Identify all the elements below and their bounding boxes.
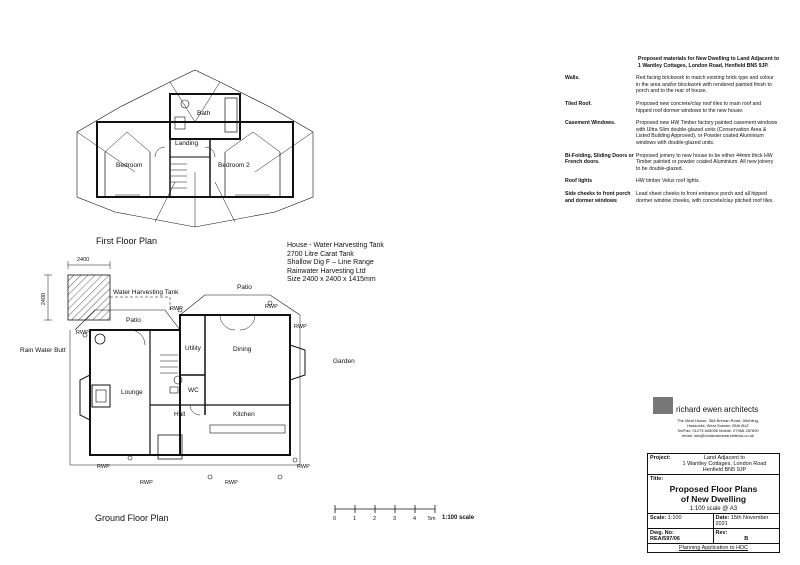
rwp-label: RWP [76,330,89,336]
date-value: 15th November 2021 [715,515,769,527]
rev-cell: Rev: B [714,529,780,543]
spec-row: Casement Windows. Proposed new HW Timber… [563,120,780,146]
tank-note-line: House - Water Harvesting Tank [287,242,384,249]
dimension-width: 2400 [77,257,90,263]
spec-label: Side cheeks to front porch and dormer wi… [565,190,631,204]
address-line: Hassocks, West Sussex, BN6 8UZ [687,423,749,428]
title-label: Title: [650,476,664,482]
drawing-title-line: Proposed Floor Plans [669,484,758,494]
label-rain-water-butt: Rain Water Butt [20,347,66,354]
tank-note-line: Shallow Dig F – Line Range [287,259,374,266]
project-value: Land Adjacent to 1 Wantley Cottages, Lon… [670,454,779,474]
firm-name: richard ewen architects [676,405,759,414]
dwg-rev-row: Dwg. No: REA/597/06 Rev: B [648,529,779,544]
room-label-bedroom-2: Bedroom 2 [218,162,250,169]
firm-logo-icon [653,397,673,414]
scale-tick: 2 [373,516,377,522]
rev-value: B [744,536,749,542]
date-label: Date: [715,515,730,521]
first-floor-plan-drawing [76,69,314,228]
tank-note-line: Rainwater Harvesting Ltd [287,267,366,275]
room-label-patio-top: Patio [237,284,252,291]
spec-text: Proposed joinery to new house to be eith… [636,152,774,172]
scale-value: 1:100 [667,515,682,521]
scale-bar-label: 1:100 scale [442,515,475,521]
project-line: 1 Wantley Cottages, London Road [682,461,767,467]
spec-text: Proposed new concrete/clay roof tiles to… [636,100,762,114]
spec-row: Walls. Red facing brickwork to match exi… [563,75,780,95]
label-garden: Garden [333,358,355,365]
title-block: Project: Land Adjacent to 1 Wantley Cott… [647,453,780,553]
ground-floor-plan-title: Ground Floor Plan [95,513,169,523]
address-line: The Meal House, 36A Brenan Road, Ditchli… [677,418,759,423]
rwp-label: RWP [97,464,110,470]
rwp-label: RWP [294,324,307,330]
label-water-harvesting-tank: Water Harvesting Tank [113,289,179,296]
planning-status: Planning Application to HDC [678,545,749,551]
scale-tick: 1 [353,516,357,522]
tank-note-line: Size 2400 x 2400 x 1415mm [287,276,376,283]
room-label-utility: Utility [185,345,201,352]
spec-row: Bi-Folding, Sliding Doors or French door… [563,153,780,173]
spec-label: Casement Windows. [565,120,616,127]
rwp-label: RWP [297,464,310,470]
drawing-title-line: of New Dwelling [680,494,747,504]
spec-label: Roof lights [565,178,593,185]
spec-label: Walls. [565,75,580,82]
rwp-label: RWP [265,304,278,310]
project-label: Project: [650,455,671,461]
scale-date-row: Scale: 1:100 Date: 15th November 2021 [648,514,779,529]
spec-label: Tiled Roof. [565,100,592,107]
spec-text: HW timber Velux roof lights. [636,178,700,185]
dimension-height: 2400 [41,292,48,306]
firm-address: The Meal House, 36A Brenan Road, Ditchli… [653,418,783,438]
ground-floor-plan-drawing [44,261,306,480]
title-row: Title: Proposed Floor Plans of New Dwell… [648,475,779,514]
tank-note-line: 2700 Litre Carat Tank [287,250,354,258]
scale-tick: 3 [393,516,397,522]
dwg-label: Dwg. No: [650,530,674,536]
project-line: Henfield BN5 9JP [702,467,747,473]
scale-tick: 0 [333,516,337,522]
room-label-landing: Landing [175,140,199,147]
drawing-title: Proposed Floor Plans of New Dwelling [648,483,779,505]
dwg-value: REA/597/06 [650,536,680,542]
spec-text: Red facing brickwork to match existing b… [636,75,774,95]
spec-text: Proposed new HW Timber factory painted c… [636,120,778,146]
address-line: Tel/Fax: 01273 845096 Mobile: 07966 2876… [677,428,759,433]
spec-row: Side cheeks to front porch and dormer wi… [563,191,780,204]
spec-row: Tiled Roof. Proposed new concrete/clay r… [563,101,780,114]
scale-label: Scale: [650,515,667,521]
room-label-patio-left: Patio [126,317,141,324]
project-line: Land Adjacent to [704,455,745,461]
dwg-cell: Dwg. No: REA/597/06 [648,529,714,543]
spec-label: Bi-Folding, Sliding Doors or French door… [565,152,634,166]
room-label-dining: Dining [233,346,252,353]
date-cell: Date: 15th November 2021 [714,514,780,528]
tank-notes: House - Water Harvesting Tank 2700 Litre… [287,242,384,285]
project-row: Project: Land Adjacent to 1 Wantley Cott… [648,454,779,475]
spec-row: Roof lights HW timber Velux roof lights. [563,178,780,185]
room-label-hall: Hall [174,411,186,418]
scale-tick: 5m [428,516,436,522]
address-line: email: info@richardewenarchitects.co.uk [682,433,754,438]
scale-note: 1:100 scale @ A3 [689,506,738,512]
rev-label: Rev: [715,530,728,536]
room-label-wc: WC [188,387,199,394]
room-label-kitchen: Kitchen [233,411,255,418]
spec-text: Lead sheet cheeks to front entrance porc… [636,190,774,204]
room-label-bath: Bath [197,110,211,117]
scale-bar [334,505,436,513]
materials-specification: Proposed materials for New Dwelling to L… [563,56,780,204]
rwp-label: RWP [170,306,183,312]
rwp-label: RWP [225,480,238,486]
room-label-bedroom: Bedroom [116,162,143,169]
rwp-label: RWP [140,480,153,486]
first-floor-plan-title: First Floor Plan [96,236,158,246]
specification-heading: Proposed materials for New Dwelling to L… [638,56,780,69]
scale-tick: 4 [413,516,417,522]
scale-cell: Scale: 1:100 [648,514,714,528]
room-label-lounge: Lounge [121,389,143,396]
